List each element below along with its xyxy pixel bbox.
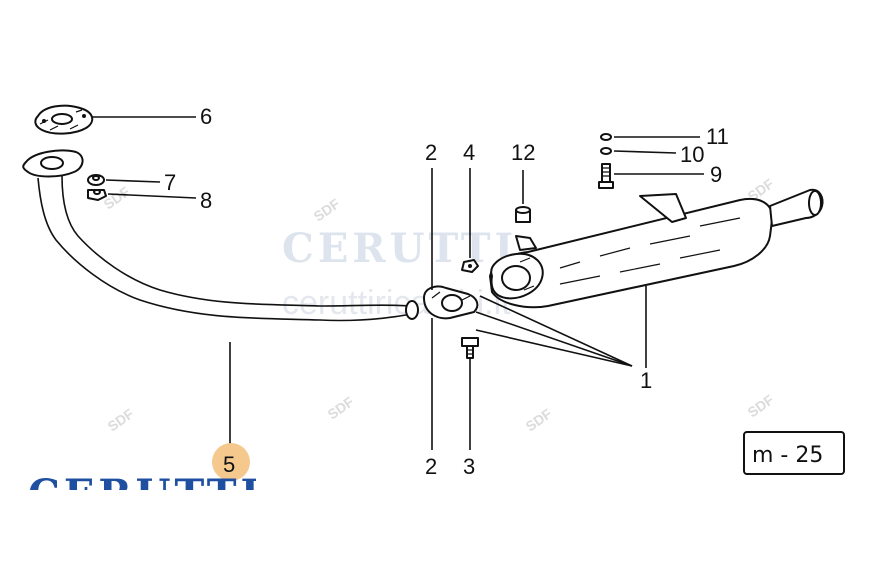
leader-lines: [92, 116, 704, 450]
callout-5: 5: [223, 452, 235, 477]
watermark-logo: SDF: [311, 195, 343, 224]
watermark-logo: SDF: [101, 183, 133, 212]
part-10-lock-washer: [600, 147, 612, 155]
bottom-brand-watermark: CERUTTI: [28, 471, 263, 518]
plate-label: m - 25: [743, 431, 845, 475]
part-5-exhaust-pipe: [22, 149, 419, 322]
callout-1: 1: [640, 368, 652, 393]
watermark-brand: CERUTTI: [282, 225, 517, 272]
part-6-gasket: [34, 104, 94, 135]
callout-6: 6: [200, 104, 212, 129]
part-3-bolt: [461, 337, 479, 359]
part-8-washer: [87, 189, 107, 201]
part-11-washer: [600, 133, 612, 141]
part-2-clamp: [423, 285, 479, 320]
callout-9: 9: [710, 162, 722, 187]
callouts: 6 7 8 5 2 2 4 3 12 11 10 9 1: [164, 104, 729, 481]
callout-11: 11: [706, 124, 729, 149]
callout-7: 7: [164, 170, 176, 195]
callout-12: 12: [511, 140, 535, 165]
callout-2-top: 2: [425, 140, 437, 165]
plate-code: m - 25: [752, 443, 823, 468]
callout-2-bottom: 2: [425, 454, 437, 479]
bottom-brand-text: CERUTTI: [28, 471, 263, 518]
part-9-bolt: [598, 163, 614, 189]
callout-8: 8: [200, 188, 212, 213]
callout-10: 10: [680, 142, 704, 167]
watermark-logo: SDF: [745, 391, 777, 420]
callout-3: 3: [463, 454, 475, 479]
watermark-logo: SDF: [325, 393, 357, 422]
highlight-badge: [212, 443, 250, 481]
part-1-muffler: [489, 188, 824, 309]
part-4-nut: [461, 259, 479, 273]
callout-4: 4: [463, 140, 475, 165]
part-7-nut: [87, 174, 105, 186]
watermark-logo: SDF: [523, 405, 555, 434]
watermark-logo: SDF: [105, 405, 137, 434]
part-12-bushing: [515, 206, 531, 223]
